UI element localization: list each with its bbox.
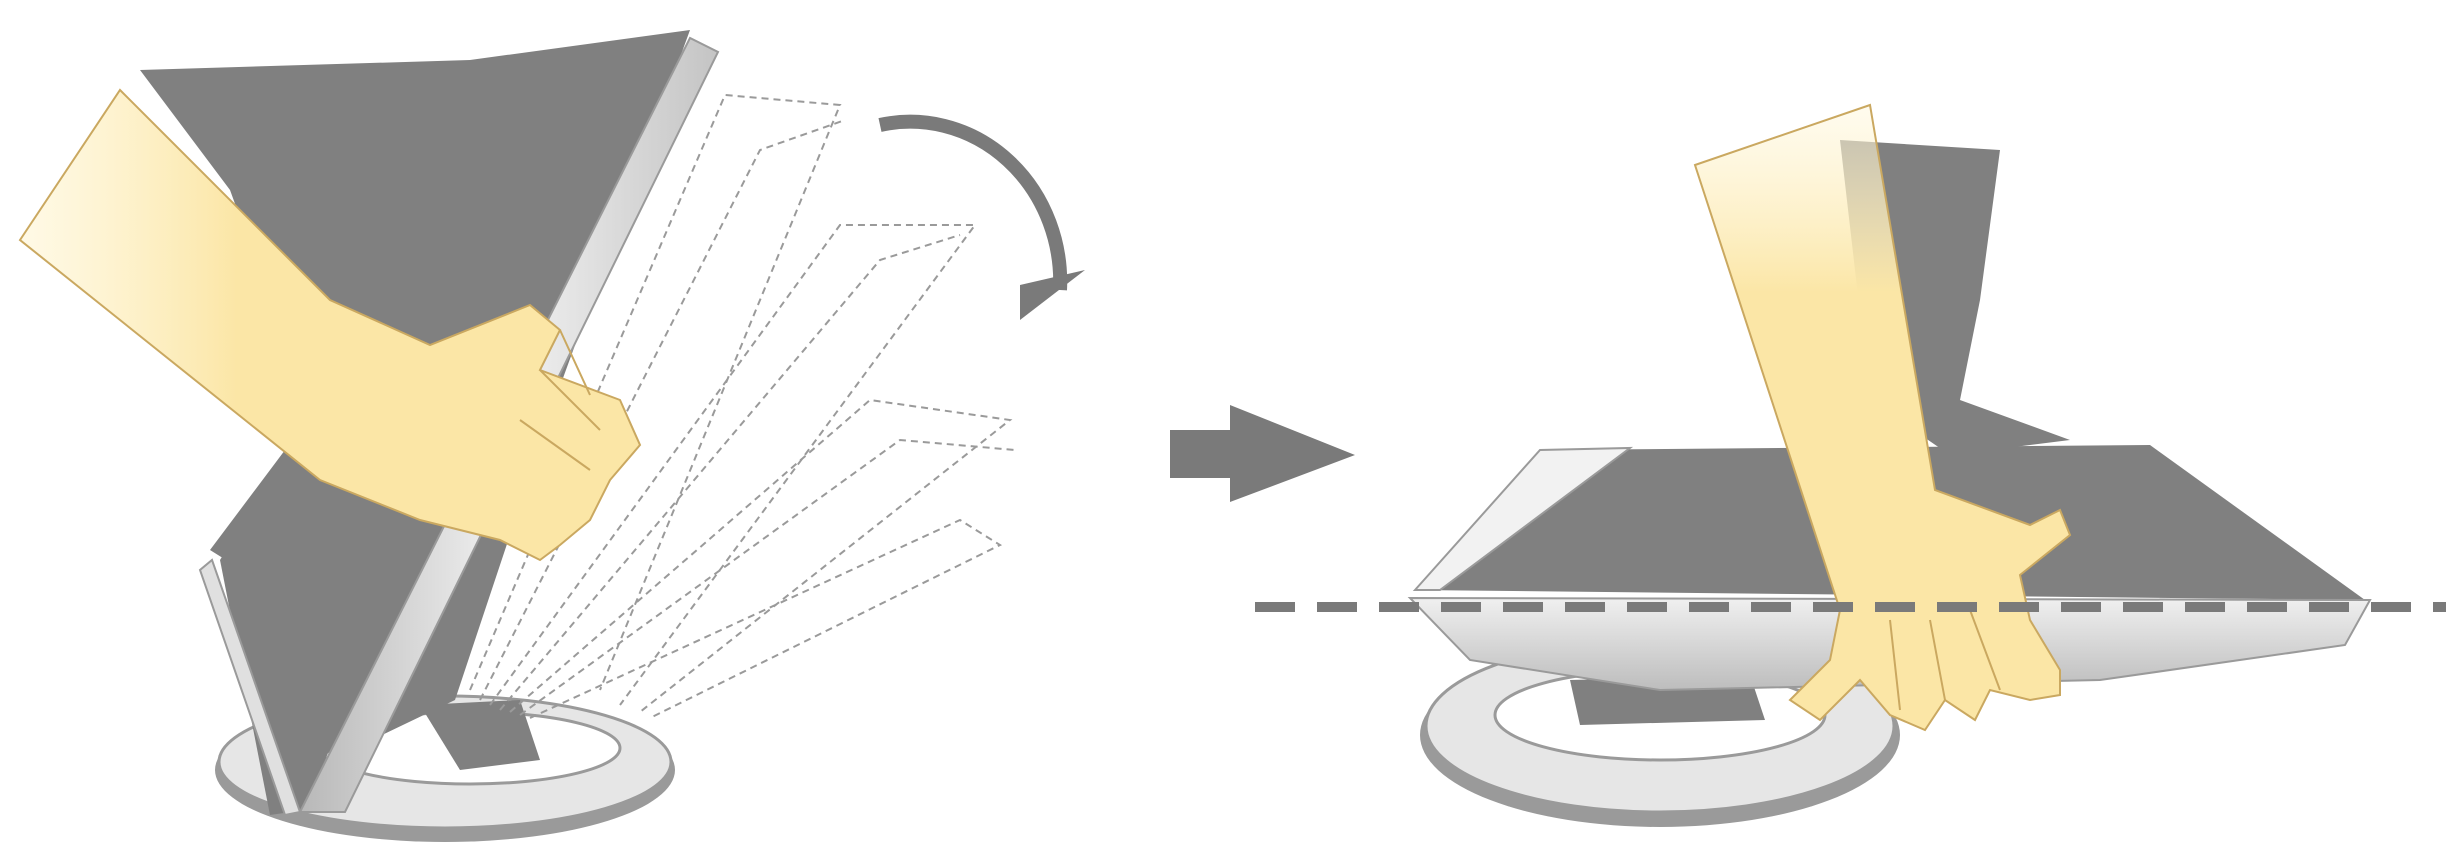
- next-step-arrow-icon: [1170, 405, 1355, 502]
- step-tilt-monitor: [20, 30, 1085, 842]
- rotate-clockwise-arrow-icon: [880, 122, 1085, 320]
- step-monitor-flat: [1255, 105, 2446, 827]
